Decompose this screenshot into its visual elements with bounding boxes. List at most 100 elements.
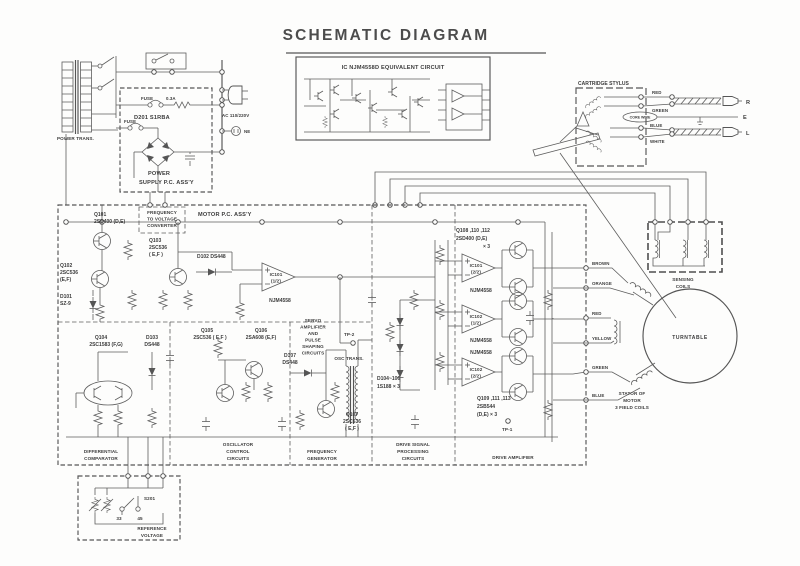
svg-text:PULSE: PULSE — [305, 338, 321, 343]
turntable-platter — [642, 288, 738, 384]
turntable-section: SENSING COILS TURNTABLE STATOR OF MOTOR … — [372, 171, 738, 410]
ic101a-ref: IC101 — [270, 272, 283, 277]
tp1-label: TP-1 — [502, 427, 513, 432]
svg-text:SERVO: SERVO — [305, 318, 322, 323]
power-transformer-symbol — [61, 60, 92, 134]
ic101b-opamp — [461, 253, 496, 283]
ic102b-ref: IC102 — [470, 367, 483, 372]
field-coils — [613, 281, 656, 386]
q103-grade: ( E,F ) — [149, 252, 163, 258]
svg-text:SHAPING: SHAPING — [302, 344, 324, 349]
d107-ref: D107 — [284, 353, 296, 359]
page-title: SCHEMATIC DIAGRAM — [283, 27, 490, 44]
power-transformer-label: POWER TRANS. — [57, 136, 94, 141]
fuse2-label: FUSE — [124, 119, 136, 124]
ac-plug-icon — [227, 85, 248, 105]
d102-diode — [203, 268, 221, 276]
q106-transistor — [245, 361, 263, 379]
f2v-box — [138, 206, 186, 234]
q103-ref: Q103 — [149, 238, 161, 244]
stator-label-2: MOTOR — [623, 398, 641, 403]
power-supply-box — [119, 87, 213, 193]
q102-ref: Q102 — [60, 263, 72, 269]
ac-input: AC 110/220V NE — [219, 60, 250, 155]
bridge-rectifier-symbol — [133, 137, 222, 192]
d101-ref: D101 — [60, 294, 72, 300]
q105-ref: Q105 — [201, 328, 213, 334]
section-dividers — [58, 205, 456, 465]
wire-green2-label: GREEN — [592, 365, 608, 370]
tp2-point — [350, 340, 356, 346]
section-driveamp: DRIVE AMPLIFIER — [492, 455, 534, 460]
reference-label-2: VOLTAGE — [141, 533, 163, 538]
cartridge-box — [575, 87, 647, 167]
section-freq-1: FREQUENCY — [307, 449, 337, 454]
cartridge-coils — [559, 95, 640, 153]
ic-internal-circuit — [304, 78, 430, 133]
power-switch — [116, 52, 222, 75]
section-osc-1: OSCILLATOR — [223, 442, 254, 447]
q108-part: 2SD400 (D,E) — [456, 236, 487, 242]
d105-diode — [396, 339, 404, 357]
output-l-label: L — [746, 131, 750, 137]
q108-ref: Q108 ,110 ,112 — [456, 228, 490, 234]
d104-ref: D104~106 — [377, 376, 400, 382]
ic102a-part: NJM4558 — [470, 338, 492, 344]
ic101b-part: NJM4558 — [470, 288, 492, 294]
board-wiring — [63, 202, 558, 442]
ic-equivalent-title: IC NJM4558D EQUIVALENT CIRCUIT — [342, 65, 445, 71]
d107-diode — [299, 369, 317, 377]
q109-ref: Q109 ,111 ,113 — [477, 396, 511, 402]
wire-blue2-label: BLUE — [592, 393, 604, 398]
stator-label-3: 3 FIELD COILS — [615, 405, 649, 410]
q108-qty: × 3 — [483, 244, 490, 250]
ic102a-opamp — [461, 304, 496, 334]
output-r-label: R — [746, 100, 750, 106]
q105-part: 2SC536 ( E,F ) — [193, 335, 227, 341]
cartridge-wiring — [622, 94, 743, 138]
f2v-label-3: CONVERTER — [147, 223, 177, 228]
q104-part: 2SC1583 (F,G) — [89, 342, 123, 348]
q104-dual-transistor — [83, 380, 133, 406]
osc-trans-label: OSC TRANS. — [334, 356, 363, 361]
wire-blue-label: BLUE — [650, 123, 662, 128]
speed-45-label: 45 — [137, 516, 143, 521]
d101-diode — [89, 296, 97, 314]
power-supply-section: POWER TRANS. FUSE 0.3A D201 S1RBA FUSE — [57, 52, 250, 205]
q103-transistor — [169, 268, 187, 286]
q109-qty: (D,E) × 3 — [477, 412, 497, 418]
fuse1-label: FUSE — [141, 96, 153, 101]
q107-transistor — [317, 400, 335, 418]
wire-green-label: GREEN — [652, 108, 668, 113]
section-labels: DIFFERENTIAL COMPARATOR OSCILLATOR CONTR… — [84, 442, 534, 461]
ic102a-half: (1/2) — [471, 321, 481, 326]
q107-part: 2SC536 — [343, 419, 361, 425]
neon-lamp-icon — [231, 126, 241, 136]
tp1-point — [505, 418, 511, 424]
fuse1-rating: 0.3A — [166, 96, 176, 101]
tonearm-link — [575, 127, 599, 136]
ic102b-opamp — [461, 357, 496, 387]
sensing-coils-label-2: COILS — [676, 284, 691, 289]
tp2-label: TP-2 — [344, 332, 355, 337]
ic-pinout-diagram — [438, 83, 490, 131]
tonearm — [532, 127, 677, 319]
q101-ref: Q101 — [94, 212, 106, 218]
q106-ref: Q106 — [255, 328, 267, 334]
f2v-label-2: TO VOLTAGE — [147, 217, 177, 222]
d103-diode — [148, 363, 156, 381]
section-drivesig-1: DRIVE SIGNAL — [396, 442, 430, 447]
q104-ref: Q104 — [95, 335, 107, 341]
filter-capacitor — [185, 152, 195, 166]
f2v-label-1: FREQUENCY — [147, 210, 177, 215]
ic101a-part: NJM4558 — [269, 298, 291, 304]
ic101a-half: (1/2) — [271, 279, 281, 284]
reference-label-1: REFERENCE — [137, 526, 166, 531]
wire-orange-label: ORANGE — [592, 281, 612, 286]
stator-label-1: STATOR OF — [619, 391, 646, 396]
osc-transformer-symbol — [345, 365, 359, 424]
ic102b-half: (2/2) — [471, 374, 481, 379]
sensing-wires — [372, 171, 707, 222]
output-e-label: E — [743, 115, 747, 121]
